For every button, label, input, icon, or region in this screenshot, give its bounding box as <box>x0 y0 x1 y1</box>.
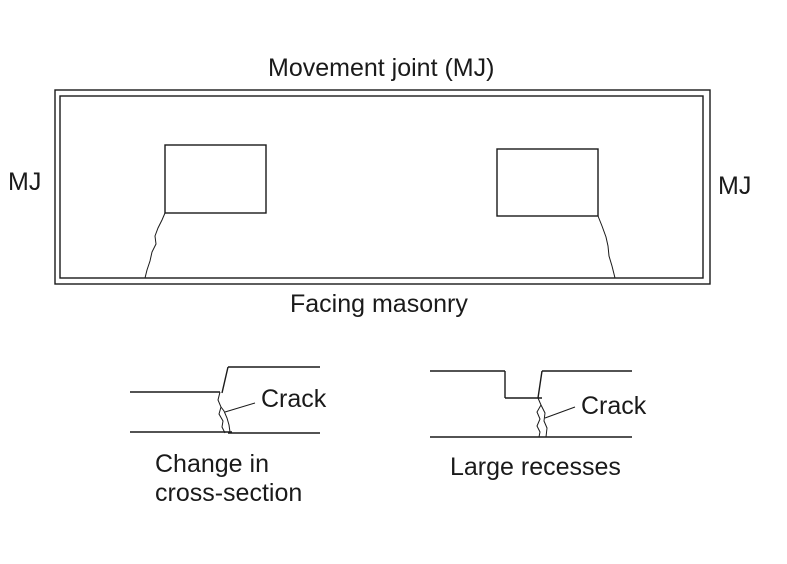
cross-section-caption-line1: Change in <box>155 450 269 478</box>
recess-crack-label: Crack <box>581 392 647 420</box>
wall-outer-outline <box>54 89 711 285</box>
recess-crack-leader <box>544 406 576 419</box>
cross-section-detail <box>130 366 320 434</box>
cross-section-crack <box>217 391 226 434</box>
recess-caption: Large recesses <box>450 453 621 481</box>
facing-masonry-label: Facing masonry <box>290 290 468 318</box>
mj-right-label: MJ <box>718 172 752 200</box>
recess-detail <box>430 370 632 438</box>
movement-joint-top-label: Movement joint (MJ) <box>268 54 495 82</box>
wall-inner-outline <box>59 95 704 279</box>
right-window-crack <box>597 215 616 279</box>
left-window-opening <box>164 144 267 214</box>
mj-left-label: MJ <box>8 168 42 196</box>
left-window-crack <box>144 212 166 279</box>
right-window-opening <box>496 148 599 217</box>
cross-section-caption-line2: cross-section <box>155 479 303 507</box>
recess-crack <box>536 397 542 438</box>
cross-section-crack-label: Crack <box>261 385 327 413</box>
cross-section-crack-leader <box>224 402 256 413</box>
